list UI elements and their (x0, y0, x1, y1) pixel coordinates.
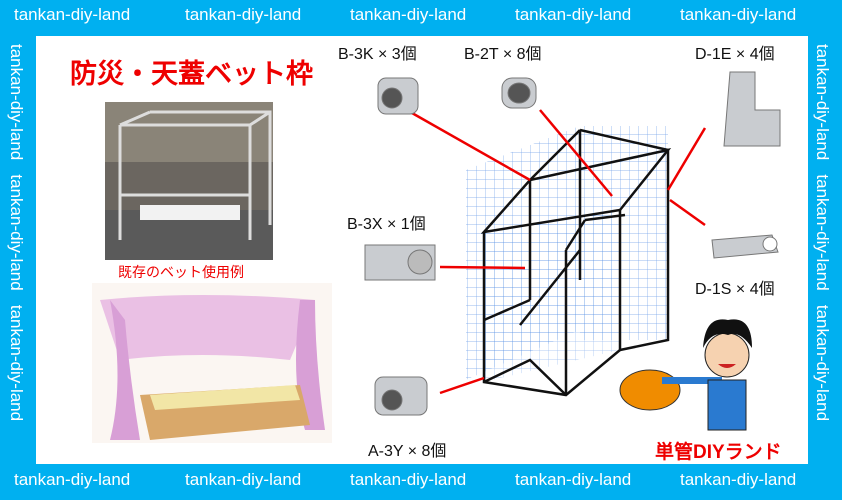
watermark: tankan-diy-land (350, 5, 467, 24)
mascot-character (619, 319, 752, 431)
watermark: tankan-diy-land (515, 470, 632, 489)
brand-logo-text: 単管DIYランド (655, 442, 782, 463)
part-label-b2t: B-2T × 8個 (464, 46, 542, 63)
part-label-a3y: A-3Y × 8個 (368, 443, 447, 460)
watermark: tankan-diy-land (680, 5, 797, 24)
watermark: tankan-diy-land (14, 5, 131, 24)
bed-frame-photo (105, 102, 273, 260)
watermark-left: tankan-diy-land tankan-diy-land tankan-d… (7, 44, 26, 422)
watermark: tankan-diy-land (14, 470, 131, 489)
part-label-d1s: D-1S × 4個 (695, 281, 775, 298)
frame-diagram (364, 71, 781, 416)
watermark: tankan-diy-land (680, 470, 797, 489)
watermark: tankan-diy-land (185, 5, 302, 24)
part-label-b3k: B-3K × 3個 (338, 46, 417, 63)
watermark-right: tankan-diy-land tankan-diy-land tankan-d… (813, 44, 832, 422)
page-title: 防災・天蓋ベット枠 (70, 59, 313, 89)
photo-caption: 既存のベット使用例 (118, 264, 244, 280)
watermark: tankan-diy-land (350, 470, 467, 489)
part-label-d1e: D-1E × 4個 (695, 46, 775, 63)
canopy-bed-sketch (92, 283, 332, 443)
watermark: tankan-diy-land (515, 5, 632, 24)
part-label-b3x: B-3X × 1個 (347, 216, 426, 233)
watermark: tankan-diy-land (185, 470, 302, 489)
